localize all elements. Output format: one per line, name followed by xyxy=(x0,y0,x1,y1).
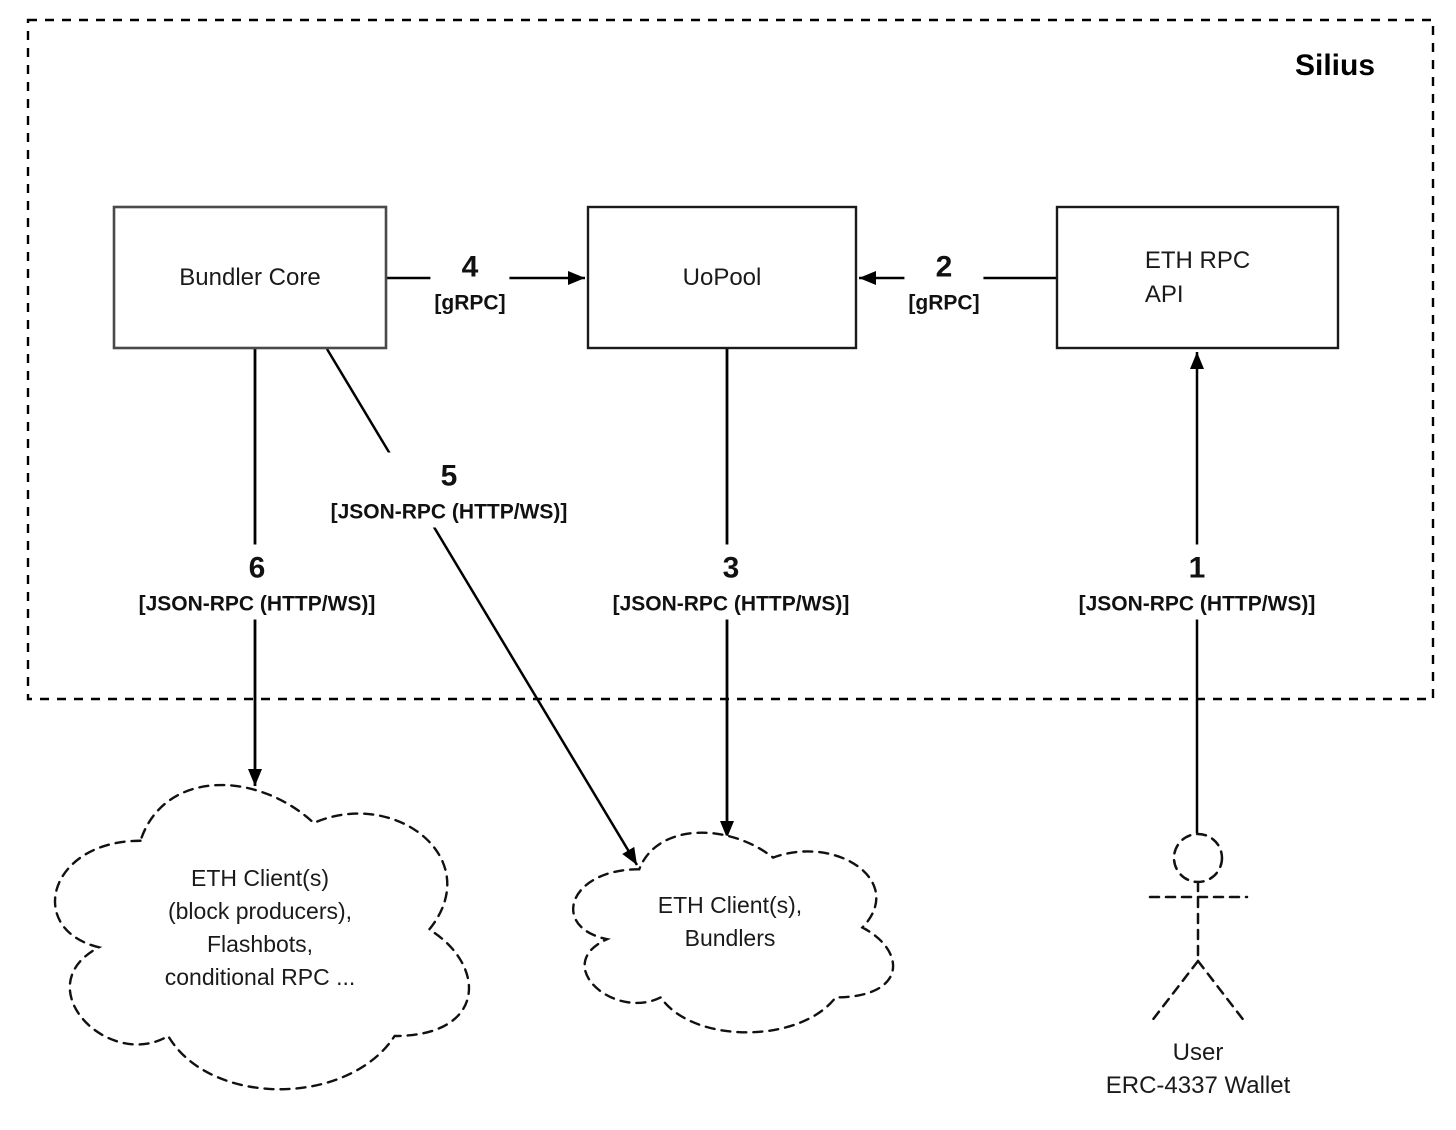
cloud-middle-line-1: ETH Client(s), xyxy=(657,892,803,918)
edge-5-number: 5 xyxy=(440,459,458,493)
edge-5-line xyxy=(325,348,639,866)
eth-rpc-api-label-line1: ETH RPC xyxy=(1144,246,1251,274)
bundler-core-label: Bundler Core xyxy=(179,263,321,291)
eth-rpc-api-label: ETH RPC API xyxy=(1145,244,1250,312)
cloud-left-line-4: conditional RPC ... xyxy=(164,964,356,990)
edge-6-label: 6 [JSON-RPC (HTTP/WS)] xyxy=(134,544,380,620)
edge-6-protocol: [JSON-RPC (HTTP/WS)] xyxy=(138,592,376,616)
silius-boundary xyxy=(26,18,1435,701)
edge-1-label: 1 [JSON-RPC (HTTP/WS)] xyxy=(1074,544,1320,620)
user-actor-figure xyxy=(1148,832,1249,1024)
edge-2-protocol: [gRPC] xyxy=(908,291,980,315)
actor-head xyxy=(1172,832,1224,884)
user-actor-label-line1: User xyxy=(1172,1039,1224,1066)
edge-4-label: 4 [gRPC] xyxy=(430,243,510,319)
cloud-left-text: ETH Client(s) (block producers), Flashbo… xyxy=(165,862,355,994)
cloud-left-line-2: (block producers), xyxy=(167,898,353,924)
cloud-middle-line-2: Bundlers xyxy=(684,925,776,951)
silius-title: Silius xyxy=(1294,49,1376,82)
edge-1-number: 1 xyxy=(1188,551,1206,585)
eth-rpc-api-label-line2: API xyxy=(1144,280,1184,308)
uopool-label: UoPool xyxy=(682,263,762,291)
actor-left-leg xyxy=(1149,959,1200,1024)
cloud-eth-clients-bundlers xyxy=(572,831,895,1034)
edge-3-label: 3 [JSON-RPC (HTTP/WS)] xyxy=(608,544,854,620)
edge-6-number: 6 xyxy=(248,551,266,585)
edge-4-protocol: [gRPC] xyxy=(434,291,506,315)
edge-1-protocol: [JSON-RPC (HTTP/WS)] xyxy=(1078,592,1316,616)
cloud-left-line-3: Flashbots, xyxy=(206,931,314,957)
cloud-middle-text: ETH Client(s), Bundlers xyxy=(658,889,802,955)
cloud-eth-clients-block-producers xyxy=(53,783,471,1091)
cloud-left-line-1: ETH Client(s) xyxy=(190,865,330,891)
edge-5-label: 5 [JSON-RPC (HTTP/WS)] xyxy=(326,452,572,528)
edge-3-protocol: [JSON-RPC (HTTP/WS)] xyxy=(612,592,850,616)
edge-2-number: 2 xyxy=(935,250,953,284)
bundler-core-box xyxy=(112,205,388,350)
edge-3-number: 3 xyxy=(722,551,740,585)
user-actor-label-line2: ERC-4337 Wallet xyxy=(1105,1072,1291,1099)
user-actor-label: User ERC-4337 Wallet xyxy=(1106,1036,1291,1102)
edge-5-protocol: [JSON-RPC (HTTP/WS)] xyxy=(330,500,568,524)
eth-rpc-api-box xyxy=(1055,205,1340,350)
actor-right-leg xyxy=(1196,959,1247,1024)
edge-4-number: 4 xyxy=(461,250,479,284)
uopool-box xyxy=(586,205,858,350)
edge-2-label: 2 [gRPC] xyxy=(904,243,984,319)
